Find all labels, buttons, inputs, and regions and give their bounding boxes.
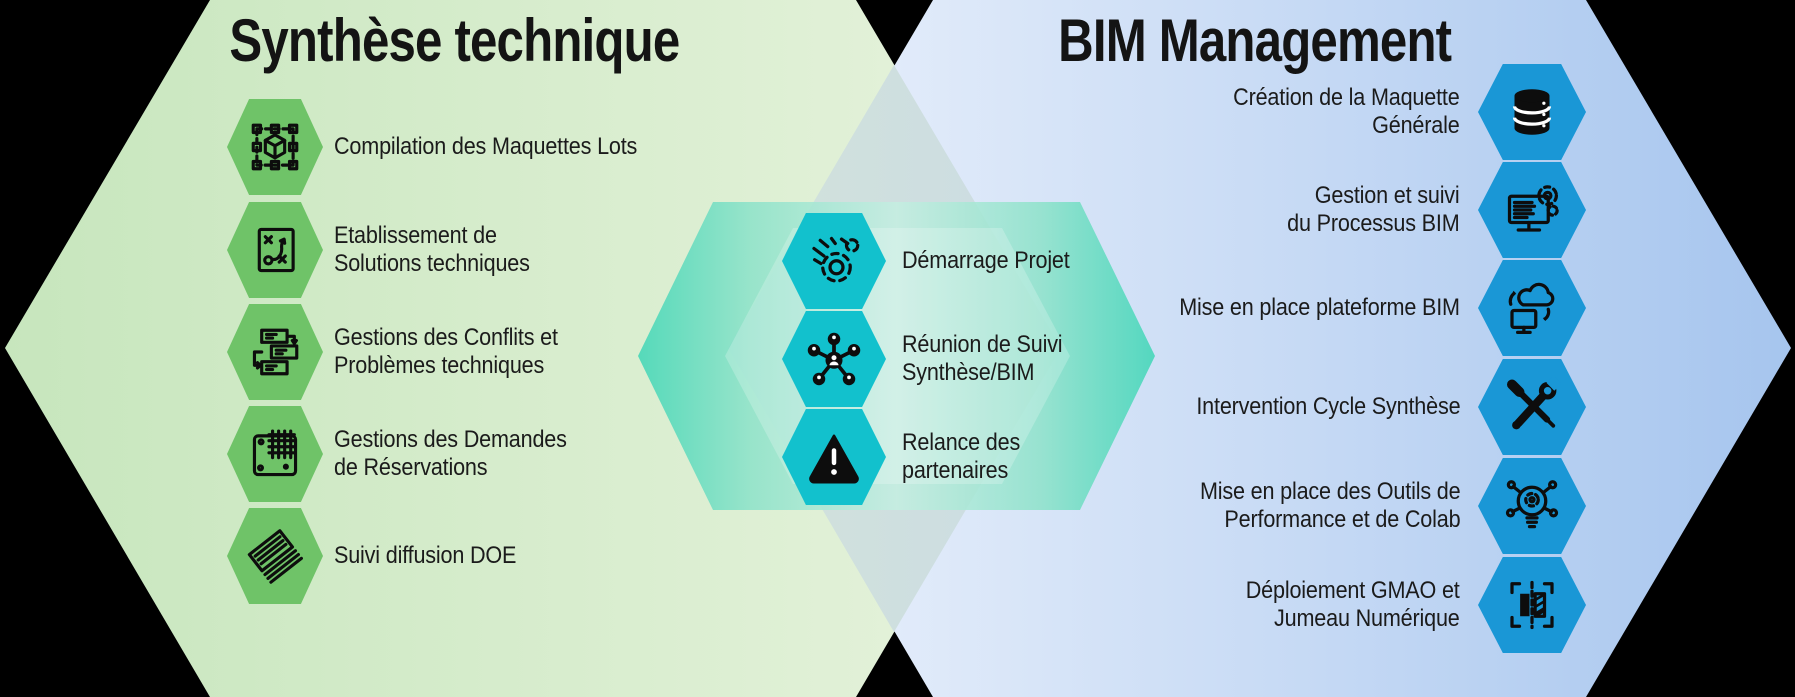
strategy-icon <box>257 227 295 273</box>
left-section-title: Synthèse technique <box>180 6 692 75</box>
people-network-icon <box>807 332 861 386</box>
center-item-label-1-text: Démarrage Projet <box>902 247 1070 274</box>
center-item-label-2: Réunion de Suivi Synthèse/BIM <box>902 327 1212 391</box>
left-item-hex-3 <box>227 304 323 400</box>
left-item-label-3: Gestions des Conflits et Problèmes techn… <box>334 320 694 384</box>
conflict-flowchart-icon <box>252 328 299 376</box>
center-item-hex-1 <box>782 213 886 309</box>
right-section-title-text: BIM Management <box>1058 7 1452 74</box>
right-item-label-2-text: Gestion et suivi du Processus BIM <box>1287 182 1461 237</box>
right-item-label-3-text: Mise en place plateforme BIM <box>1179 294 1460 321</box>
right-item-label-5: Mise en place des Outils de Performance … <box>1038 474 1461 538</box>
right-item-hex-3 <box>1478 260 1586 356</box>
right-item-label-1-text: Création de la Maquette Générale <box>1233 84 1461 139</box>
right-item-label-5-text: Mise en place des Outils de Performance … <box>1199 478 1461 533</box>
left-item-label-4-text: Gestions des Demandes de Réservations <box>334 426 567 481</box>
left-section-title-text: Synthèse technique <box>229 7 680 74</box>
center-item-label-3-text: Relance des partenaires <box>902 429 1021 484</box>
right-item-label-3: Mise en place plateforme BIM <box>1038 276 1460 340</box>
right-item-label-4: Intervention Cycle Synthèse <box>1038 375 1460 439</box>
left-item-label-5: Suivi diffusion DOE <box>334 524 694 588</box>
right-item-label-4-text: Intervention Cycle Synthèse <box>1195 393 1460 420</box>
left-item-hex-4 <box>227 406 323 502</box>
reservation-grid-icon <box>252 429 298 477</box>
gear-tools-icon <box>812 236 860 283</box>
right-item-hex-1 <box>1478 64 1586 160</box>
cloud-sync-icon <box>1508 282 1555 334</box>
right-item-hex-4 <box>1478 359 1586 455</box>
center-overlay-hexagon <box>638 202 1155 510</box>
left-item-label-4: Gestions des Demandes de Réservations <box>334 422 694 486</box>
left-item-label-2: Etablissement de Solutions techniques <box>334 218 694 282</box>
idea-gear-icon <box>1505 480 1559 529</box>
center-item-label-3: Relance des partenaires <box>902 425 1212 489</box>
right-item-label-2: Gestion et suivi du Processus BIM <box>1038 178 1461 242</box>
right-item-label-6: Déploiement GMAO et Jumeau Numérique <box>1038 573 1460 637</box>
right-item-hex-6 <box>1478 557 1586 653</box>
right-section-title: BIM Management <box>1000 6 1510 75</box>
database-icon <box>1512 89 1552 135</box>
computer-gear-icon <box>1507 185 1559 232</box>
left-item-hex-1 <box>227 99 323 195</box>
left-item-label-3-text: Gestions des Conflits et Problèmes techn… <box>334 324 558 379</box>
center-item-label-2-text: Réunion de Suivi Synthèse/BIM <box>902 331 1063 386</box>
warning-triangle-icon <box>809 434 859 484</box>
digital-twin-icon <box>1510 580 1554 630</box>
center-item-label-1: Démarrage Projet <box>902 229 1212 293</box>
model-selection-icon <box>251 123 299 171</box>
left-item-label-2-text: Etablissement de Solutions techniques <box>334 222 530 277</box>
crossed-tools-icon <box>1507 377 1562 430</box>
left-item-label-1: Compilation des Maquettes Lots <box>334 115 694 179</box>
right-item-hex-5 <box>1478 458 1586 554</box>
left-item-label-1-text: Compilation des Maquettes Lots <box>334 133 638 160</box>
right-item-label-6-text: Déploiement GMAO et Jumeau Numérique <box>1246 577 1460 632</box>
left-item-label-5-text: Suivi diffusion DOE <box>334 542 517 569</box>
left-item-hex-2 <box>227 202 323 298</box>
center-item-hex-2 <box>782 311 886 407</box>
left-item-hex-5 <box>227 508 323 604</box>
right-item-label-1: Création de la Maquette Générale <box>1038 80 1461 144</box>
right-item-hex-2 <box>1478 162 1586 258</box>
center-item-hex-3 <box>782 409 886 505</box>
document-stack-icon <box>247 529 303 584</box>
